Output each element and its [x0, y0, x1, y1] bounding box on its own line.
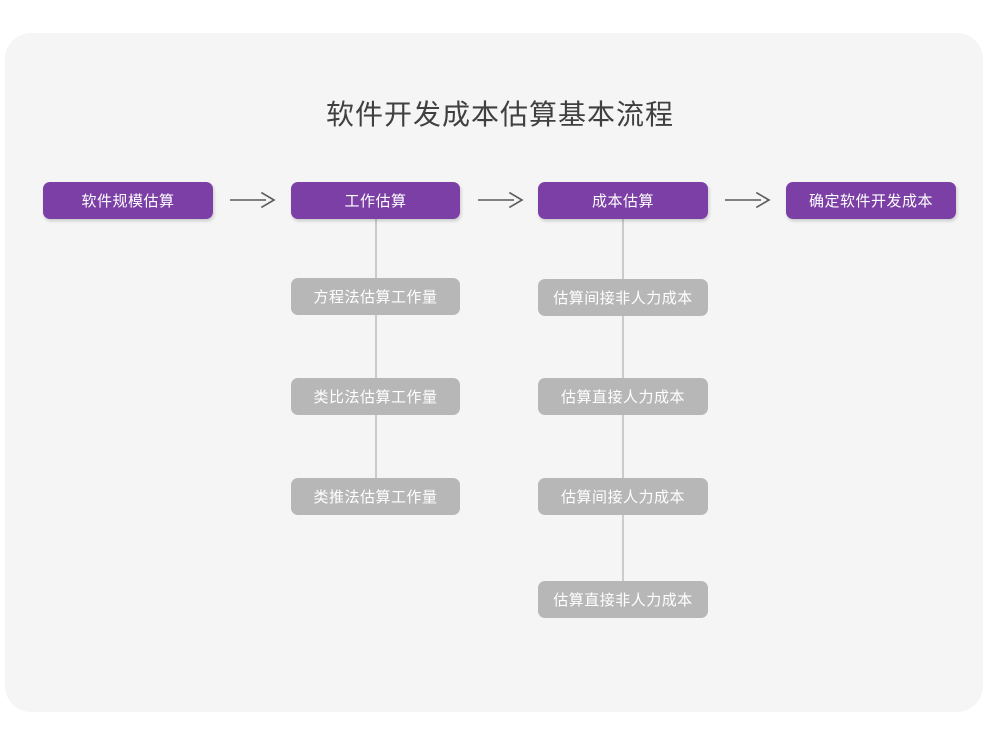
substep-box[interactable]: 估算直接人力成本	[538, 378, 708, 415]
stage-box[interactable]: 确定软件开发成本	[786, 182, 956, 219]
stage-box[interactable]: 软件规模估算	[43, 182, 213, 219]
substep-box[interactable]: 类推法估算工作量	[291, 478, 460, 515]
stage-box[interactable]: 工作估算	[291, 182, 460, 219]
arrow-right-icon	[228, 189, 276, 211]
diagram-card	[5, 33, 983, 712]
substep-box[interactable]: 估算间接人力成本	[538, 478, 708, 515]
page-title: 软件开发成本估算基本流程	[325, 99, 674, 130]
substep-box[interactable]: 估算直接非人力成本	[538, 581, 708, 618]
connector-line	[374, 219, 377, 497]
substep-box[interactable]: 估算间接非人力成本	[538, 279, 708, 316]
arrow-right-icon	[723, 189, 771, 211]
stage-box[interactable]: 成本估算	[538, 182, 708, 219]
arrow-right-icon	[476, 189, 524, 211]
substep-box[interactable]: 方程法估算工作量	[291, 278, 460, 315]
substep-box[interactable]: 类比法估算工作量	[291, 378, 460, 415]
